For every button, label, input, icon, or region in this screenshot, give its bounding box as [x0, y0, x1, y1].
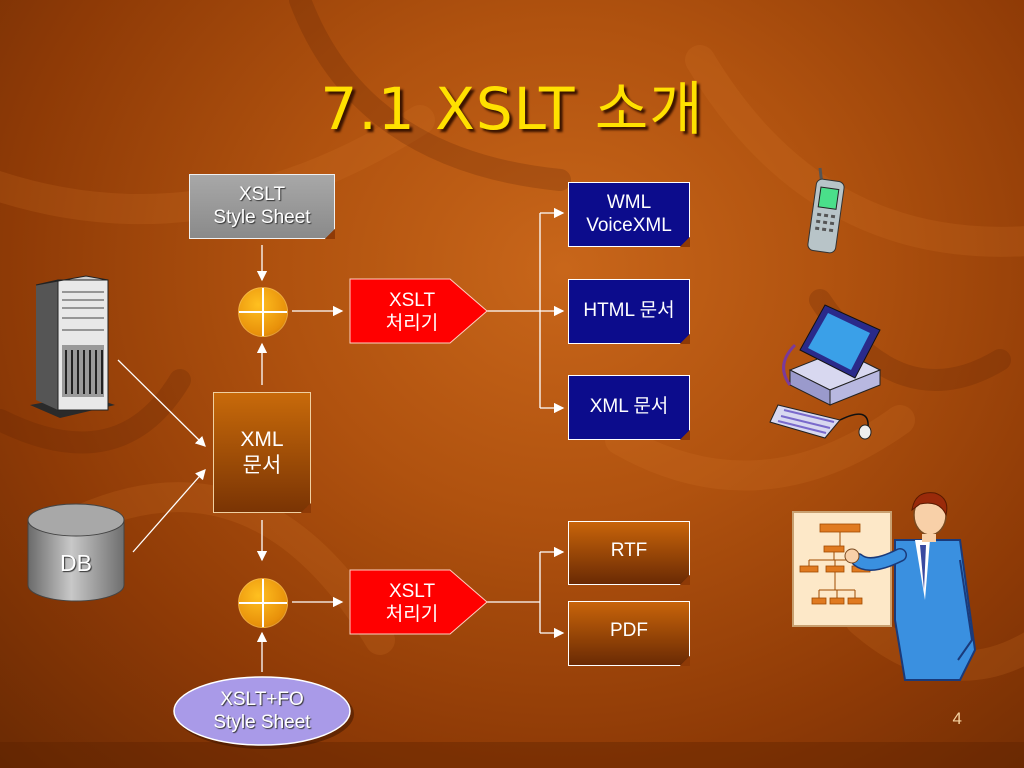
xslt-stylesheet-label: XSLT Style Sheet: [213, 183, 311, 228]
output-rtf-label: RTF: [610, 540, 648, 561]
output-pdf-label: PDF: [610, 620, 648, 641]
merge-node-bottom: [238, 578, 288, 628]
merge-node-top: [238, 287, 288, 337]
output-pdf: PDF: [568, 601, 690, 666]
xslt-processor-top-shape: [349, 278, 488, 344]
xslt-processor-bottom-label: XSLT 처리기: [385, 581, 439, 625]
xslt-fo-stylesheet-label: XSLT+FO Style Sheet: [213, 689, 311, 733]
output-xml-document: XML 문서: [568, 375, 690, 440]
xslt-processor-bottom-shape: [349, 569, 488, 635]
slide-title: 7.1 XSLT 소개: [320, 75, 704, 143]
output-html-document: HTML 문서: [568, 279, 690, 344]
output-rtf: RTF: [568, 521, 690, 585]
page-number: 4: [952, 709, 962, 728]
xslt-stylesheet-box: XSLT Style Sheet: [189, 174, 335, 239]
output-html-label: HTML 문서: [583, 300, 675, 322]
xml-document-label: XML 문서: [240, 428, 284, 477]
xslt-processor-top-label: XSLT 처리기: [385, 290, 439, 334]
xml-document-box: XML 문서: [213, 392, 311, 513]
output-wml-label: WML VoiceXML: [586, 191, 672, 236]
output-wml-voicexml: WML VoiceXML: [568, 182, 690, 247]
output-xml-label: XML 문서: [589, 396, 669, 418]
db-label: DB: [60, 550, 92, 576]
